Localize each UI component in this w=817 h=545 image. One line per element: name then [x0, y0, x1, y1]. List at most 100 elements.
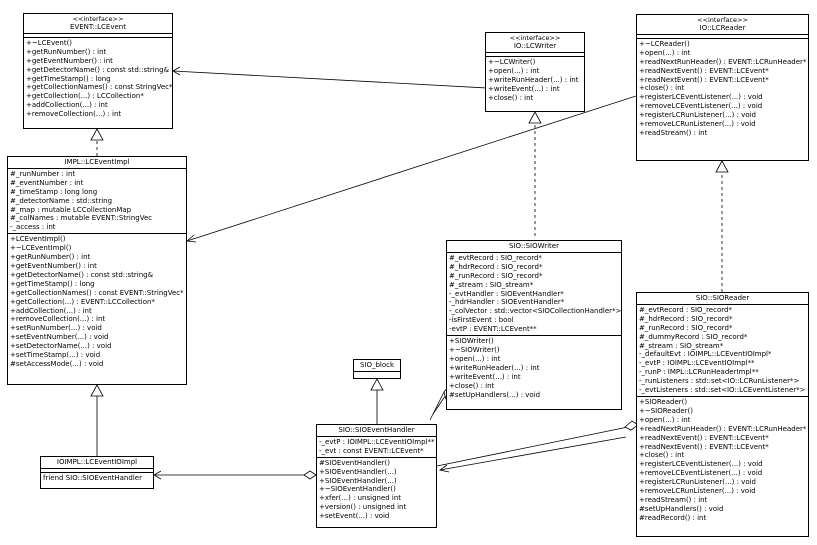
method: +~LCEventImpl()	[10, 244, 72, 253]
method: +readNextRunHeader() : EVENT::LCRunHeade…	[639, 424, 807, 433]
attribute: -evtP : EVENT::LCEvent**	[449, 325, 537, 334]
association-sioreader-handler	[439, 436, 627, 471]
attribute: -_colVector : std::vector<SIOCollectionH…	[449, 307, 621, 316]
class-header: <<interface>> IO::LCWriter	[486, 33, 584, 53]
method: +~SIOReader()	[639, 406, 693, 415]
method: +getRunNumber() : int	[10, 253, 91, 262]
class-lcreader: <<interface>> IO::LCReader +~LCReader() …	[636, 14, 809, 161]
method: +setDetectorName(...) : void	[10, 342, 112, 351]
method: +close() : int	[449, 381, 495, 390]
attribute: -_evtListeners : std::set<IO::LCEventLis…	[639, 386, 806, 395]
method: #SIOEventHandler()	[319, 458, 390, 467]
method: +removeCollection(...) : int	[10, 315, 106, 324]
attribute: #_runRecord : SIO_record*	[639, 323, 733, 332]
method: +getCollection(...) : EVENT::LCCollectio…	[10, 297, 155, 306]
method: +writeRunHeader(...) : int	[488, 75, 579, 84]
methods-section: +~LCWriter() +open(...) : int +writeRunH…	[486, 57, 584, 104]
method: +getEventNumber() : int	[26, 56, 113, 65]
methods-section: +~LCReader() +open(...) : int +readNextR…	[637, 39, 808, 139]
class-header: SIO::SIOEventHandler	[317, 425, 436, 437]
method: +readNextEvent() : EVENT::LCEvent*	[639, 442, 769, 451]
class-name: IO::LCReader	[699, 24, 746, 32]
attributes-section: #_evtRecord : SIO_record* #_hdrRecord : …	[637, 305, 808, 397]
class-header: <<interface>> EVENT::LCEvent	[24, 14, 172, 34]
attribute: #_colNames : mutable EVENT::StringVec	[10, 214, 153, 223]
method: +close() : int	[639, 84, 685, 93]
attribute: -_hdrHandler : SIOEventHandler*	[449, 298, 565, 307]
method: +getCollection(...) : LCCollection*	[26, 92, 144, 101]
method: +close() : int	[488, 93, 534, 102]
class-name: IOIMPL::LCEventIOImpl	[56, 458, 138, 466]
stereotype-label: <<interface>>	[72, 15, 124, 23]
attributes-section	[41, 469, 153, 473]
method: #readRecord() : int	[639, 513, 707, 522]
attributes-section	[24, 34, 172, 38]
attribute: -_access : int	[10, 223, 56, 232]
method: +getCollectionNames() : const StringVec*	[26, 83, 172, 92]
method: +~LCWriter()	[488, 57, 536, 66]
attributes-section	[637, 35, 808, 39]
attributes-section: #_evtRecord : SIO_record* #_hdrRecord : …	[447, 253, 621, 337]
method: +open(...) : int	[488, 66, 540, 75]
attribute: #_runRecord : SIO_record*	[449, 271, 543, 280]
attribute: #_hdrRecord : SIO_record*	[639, 314, 733, 323]
stereotype-label: <<interface>>	[697, 16, 748, 24]
method: +removeLCEventListener(...) : void	[639, 102, 763, 111]
method: +open(...) : int	[639, 48, 691, 57]
attribute: -_runListeners : std::set<IO::LCRunListe…	[639, 377, 800, 386]
method: +writeEvent(...) : int	[488, 84, 560, 93]
attribute: #_map : mutable LCCollectionMap	[10, 205, 132, 214]
triangle-arrowhead	[90, 128, 104, 141]
method: +SIOWriter()	[449, 337, 494, 346]
method: +SIOEventHandler(...)	[319, 467, 397, 476]
method: +getDetectorName() : const std::string&	[10, 270, 154, 279]
class-name: SIO_block	[359, 361, 395, 369]
method: +~SIOEventHandler()	[319, 485, 396, 494]
class-header: SIO::SIOWriter	[447, 241, 621, 253]
method: +getCollectionNames() : const EVENT::Str…	[10, 288, 184, 297]
dependency-lcreader-lceventimpl	[186, 95, 637, 242]
method: +removeCollection(...) : int	[26, 110, 122, 119]
method: +removeLCRunListener(...) : void	[639, 487, 756, 496]
method: +setEventNumber(...) : void	[10, 333, 109, 342]
method: +readNextEvent() : EVENT::LCEvent*	[639, 66, 769, 75]
methods-section: friend SIO::SIOEventHandler	[41, 473, 153, 484]
attribute: #_evtRecord : SIO_record*	[449, 253, 542, 262]
methods-section: +SIOReader() +~SIOReader() +open(...) : …	[637, 397, 808, 524]
method: +registerLCRunListener(...) : void	[639, 111, 756, 120]
open-arrowhead	[439, 464, 450, 473]
methods-section: #SIOEventHandler() +SIOEventHandler(...)…	[317, 458, 436, 522]
method: #setUpHandlers() : void	[639, 504, 724, 513]
class-sio-block: SIO_block	[353, 359, 401, 379]
method: +removeLCEventListener(...) : void	[639, 469, 763, 478]
class-name: IMPL::LCEventImpl	[64, 158, 130, 166]
class-name: SIO::SIOWriter	[509, 242, 559, 250]
class-name: IO::LCWriter	[513, 42, 557, 50]
methods-section: +LCEventImpl() +~LCEventImpl() +getRunNu…	[8, 234, 186, 370]
methods-section: +~LCEvent() +getRunNumber() : int +getEv…	[24, 38, 172, 120]
method: +~LCReader()	[639, 39, 690, 48]
attribute: -_evtP : IOIMPL::LCEventIOImpl**	[639, 359, 755, 368]
diamond-aggregation	[624, 420, 639, 431]
attribute: -_evtHandler : SIOEventHandler*	[449, 289, 564, 298]
method: +getTimeStamp() : long	[26, 74, 111, 83]
method: +removeLCRunListener(...) : void	[639, 120, 756, 129]
method: +readNextEvent() : EVENT::LCEvent*	[639, 433, 769, 442]
class-sioeventhandler: SIO::SIOEventHandler -_evtP : IOIMPL::LC…	[316, 424, 437, 528]
class-sioreader: SIO::SIOReader #_evtRecord : SIO_record*…	[636, 292, 809, 537]
class-name: EVENT::LCEvent	[70, 23, 126, 31]
triangle-arrowhead	[90, 384, 104, 397]
class-lcevent: <<interface>> EVENT::LCEvent +~LCEvent()…	[23, 13, 173, 129]
class-header: SIO_block	[354, 360, 400, 372]
class-name: SIO::SIOReader	[695, 294, 750, 302]
open-arrowhead	[186, 234, 197, 243]
method: +close() : int	[639, 451, 685, 460]
attribute: -_runP : IMPL::LCRunHeaderImpl**	[639, 368, 759, 377]
triangle-arrowhead	[370, 378, 384, 391]
open-arrowhead	[153, 470, 162, 480]
method: +~LCEvent()	[26, 38, 73, 47]
attribute: -_defaultEvt : IOIMPL::LCEventIOImpl*	[639, 350, 772, 359]
aggregation-sioreader-handler	[436, 426, 629, 467]
triangle-arrowhead	[528, 111, 542, 124]
class-header: SIO::SIOReader	[637, 293, 808, 305]
